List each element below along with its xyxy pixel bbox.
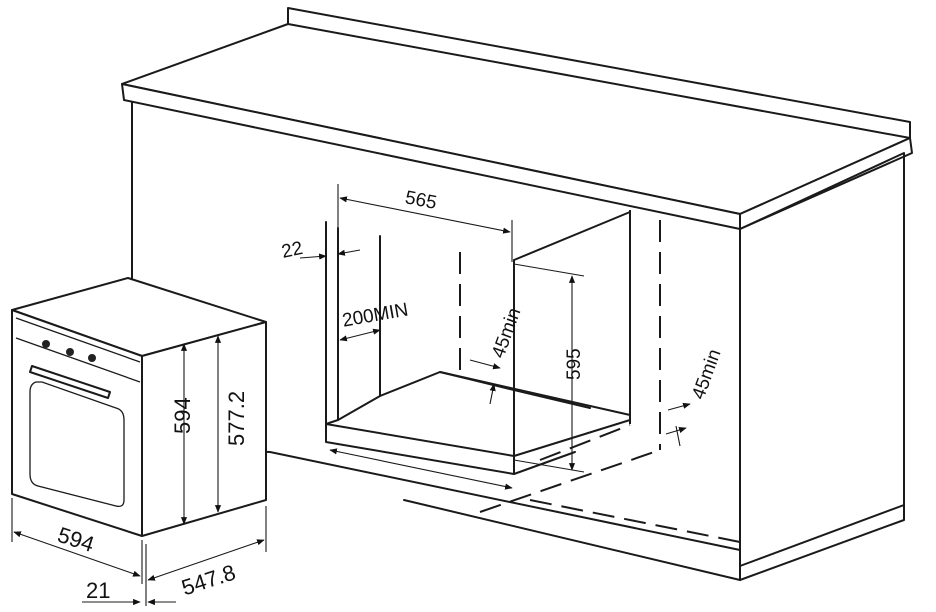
countertop-side-edge <box>739 137 913 230</box>
dim-565-line <box>339 196 511 234</box>
dim-594w-line <box>13 531 141 577</box>
oven-window <box>29 381 125 508</box>
dim-547-line <box>147 539 265 581</box>
dim-45min-top-label: 45min <box>488 305 525 361</box>
dim-595-label: 595 <box>564 348 585 380</box>
hidden-line-4 <box>539 424 631 461</box>
dim-21-label: 21 <box>86 578 110 603</box>
oven-front <box>11 309 143 537</box>
cabinet-floor-line <box>403 499 741 581</box>
cutout-dimensions: 565 22 200MIN 45min 595 45min <box>280 184 726 490</box>
hidden-line-5 <box>479 449 661 513</box>
oven-cutout <box>325 211 631 475</box>
cutout-shelf-edge <box>513 389 591 475</box>
cutout-floor <box>325 371 631 475</box>
cutout-back-wall <box>379 211 631 416</box>
oven-handle <box>29 365 111 399</box>
dim-200min-label: 200MIN <box>341 299 410 331</box>
dim-594-width-label: 594 <box>55 522 98 557</box>
hidden-line-6 <box>529 499 741 543</box>
cabinet-side <box>739 152 905 581</box>
dim-547-label: 547.8 <box>179 560 239 601</box>
oven <box>11 277 267 537</box>
cutout-front-frame <box>325 221 515 457</box>
oven-knob-2 <box>66 348 74 356</box>
dim-577-label: 577.2 <box>224 391 249 446</box>
oven-knob-1 <box>42 340 50 348</box>
dim-45min-bottom-label: 45min <box>688 346 725 402</box>
oven-control-panel <box>15 317 141 383</box>
dim-565-label: 565 <box>403 187 438 214</box>
cutout-inner-frame <box>325 227 339 425</box>
oven-knob-3 <box>88 354 96 362</box>
dim-594-height-label: 594 <box>170 397 195 434</box>
dim-22-label: 22 <box>280 238 305 263</box>
countertop-back-lip <box>287 7 911 139</box>
